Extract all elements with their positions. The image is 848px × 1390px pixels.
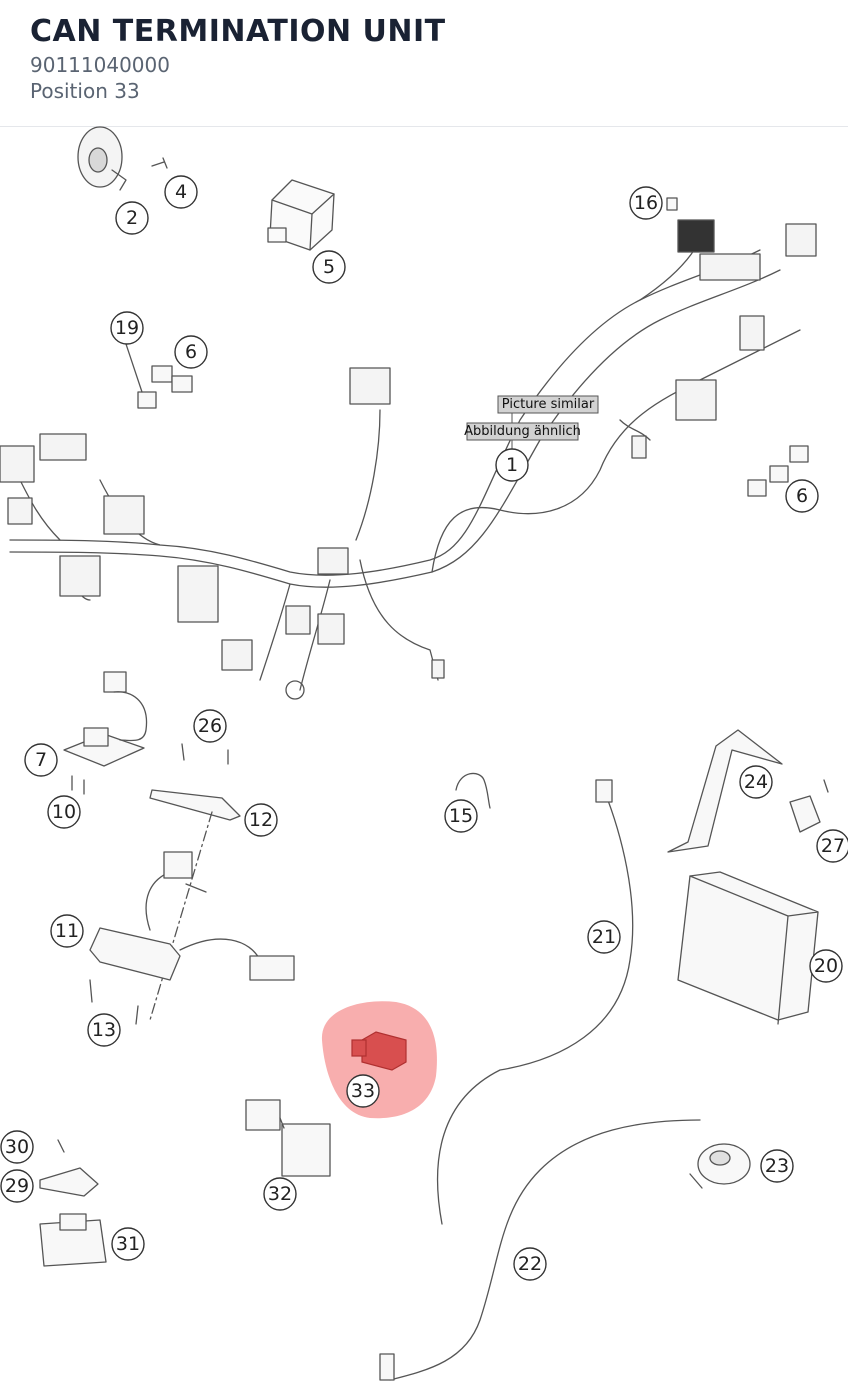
cable-part-21	[436, 789, 634, 1225]
position-label-circle[interactable]	[244, 803, 278, 837]
screws-part-13	[89, 979, 139, 1025]
position-label-10[interactable]: 10	[52, 801, 76, 823]
position-label-6[interactable]: 6	[796, 485, 808, 507]
position-label-circle[interactable]	[513, 1247, 547, 1281]
position-label-11[interactable]: 11	[55, 920, 79, 942]
connectors-part-6b	[747, 445, 809, 497]
position-label-24[interactable]: 24	[744, 771, 768, 793]
cable-22-connector	[379, 1353, 395, 1381]
screws-part-26	[181, 743, 229, 765]
cable-part-15	[455, 772, 491, 809]
highlight-part-33	[321, 1001, 437, 1119]
position-label-circle[interactable]	[587, 920, 621, 954]
position-label-4[interactable]: 4	[175, 181, 187, 203]
position-label-22[interactable]: 22	[518, 1253, 542, 1275]
clip-part-27	[789, 795, 821, 833]
note-abbildung-aehnlich: Abbildung ähnlich	[464, 424, 581, 439]
position-label-30[interactable]: 30	[5, 1136, 29, 1158]
regulator-part-11	[89, 851, 295, 981]
position-label-circle[interactable]	[444, 799, 478, 833]
cable-21-connector	[595, 779, 613, 803]
position-label-circle[interactable]	[760, 1149, 794, 1183]
position-label-circle[interactable]	[629, 186, 663, 220]
position-label-6[interactable]: 6	[185, 341, 197, 363]
position-label-circle[interactable]	[346, 1074, 380, 1108]
position-label-21[interactable]: 21	[592, 926, 616, 948]
bracket-part-12	[149, 789, 241, 821]
picture-similar-note: Picture similar Abbildung ähnlich	[464, 395, 599, 449]
position-label-13[interactable]: 13	[92, 1019, 116, 1041]
control-unit-part-32	[245, 1099, 331, 1177]
main-wiring-harness	[0, 219, 817, 700]
position-label-12[interactable]: 12	[249, 809, 273, 831]
position-label-29[interactable]: 29	[5, 1175, 29, 1197]
battery-part-20	[677, 871, 819, 1025]
sensor-part-7	[63, 671, 148, 767]
position-label-26[interactable]: 26	[198, 715, 222, 737]
part-number: 90111040000	[30, 53, 170, 77]
position-label-20[interactable]: 20	[814, 955, 838, 977]
fuse-lead-19	[125, 343, 143, 393]
position-label-7[interactable]: 7	[35, 749, 47, 771]
module-part-31	[39, 1213, 107, 1267]
position-label-15[interactable]: 15	[449, 805, 473, 827]
position-label-19[interactable]: 19	[115, 317, 139, 339]
position-label-27[interactable]: 27	[821, 835, 845, 857]
position-label-circle[interactable]	[495, 448, 529, 482]
position-labels: 1245667101112131516192021222324262729303…	[0, 175, 848, 1281]
bracket-part-24	[667, 729, 783, 853]
note-picture-similar: Picture similar	[502, 397, 595, 412]
position-label-circle[interactable]	[50, 914, 84, 948]
position-label-1[interactable]: 1	[506, 454, 518, 476]
position-label-5[interactable]: 5	[323, 256, 335, 278]
position-label-circle[interactable]	[193, 709, 227, 743]
position-label-circle[interactable]	[816, 829, 848, 863]
position-label-circle[interactable]	[110, 311, 144, 345]
position-label-circle[interactable]	[174, 335, 208, 369]
relay-part-5	[267, 179, 335, 251]
screw-part-27	[823, 779, 829, 793]
position-label-circle[interactable]	[785, 479, 819, 513]
position-label-circle[interactable]	[111, 1227, 145, 1261]
bracket-part-29	[39, 1167, 99, 1197]
position-label-2[interactable]: 2	[126, 207, 138, 229]
bracket-dash-line	[149, 811, 213, 1021]
position-label-circle[interactable]	[0, 1130, 34, 1164]
exploded-parts-diagram: Picture similar Abbildung ähnlich 124566…	[0, 126, 848, 1381]
page-header: CAN TERMINATION UNIT 90111040000 Positio…	[0, 0, 848, 127]
screws-part-10	[71, 775, 85, 795]
position-label-circle[interactable]	[164, 175, 198, 209]
position-label: Position 33	[30, 79, 140, 103]
position-label-33[interactable]: 33	[351, 1080, 375, 1102]
position-label-circle[interactable]	[87, 1013, 121, 1047]
page-title: CAN TERMINATION UNIT	[30, 14, 446, 49]
horn-part	[77, 126, 127, 191]
position-label-16[interactable]: 16	[634, 192, 658, 214]
fuse-part-16	[666, 197, 678, 211]
position-label-circle[interactable]	[739, 765, 773, 799]
position-label-circle[interactable]	[115, 201, 149, 235]
position-label-circle[interactable]	[809, 949, 843, 983]
screw-part-4	[151, 157, 168, 169]
cable-part-22	[389, 1119, 701, 1381]
connectors-part-6	[137, 365, 193, 409]
position-label-32[interactable]: 32	[268, 1183, 292, 1205]
position-label-31[interactable]: 31	[116, 1233, 140, 1255]
relay-part-23	[689, 1143, 751, 1189]
position-label-circle[interactable]	[24, 743, 58, 777]
position-label-circle[interactable]	[0, 1169, 34, 1203]
position-label-circle[interactable]	[312, 250, 346, 284]
screw-part-30	[57, 1139, 65, 1153]
position-label-23[interactable]: 23	[765, 1155, 789, 1177]
position-label-circle[interactable]	[263, 1177, 297, 1211]
position-label-circle[interactable]	[47, 795, 81, 829]
